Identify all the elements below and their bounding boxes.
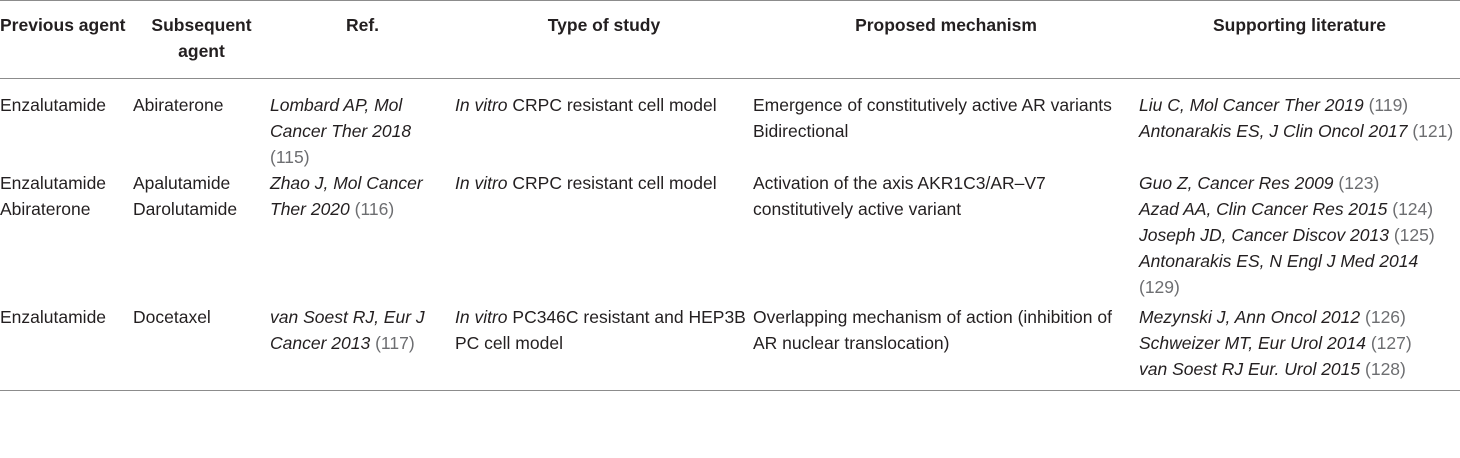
subsequent-agent-cell: Docetaxel (133, 300, 270, 391)
literature-item: Guo Z, Cancer Res 2009 (123) (1139, 173, 1380, 193)
literature-item: Schweizer MT, Eur Urol 2014 (127) (1139, 333, 1412, 353)
subsequent-agent-cell: Abiraterone (133, 79, 270, 171)
ref-citation: Lombard AP, Mol Cancer Ther 2018 (270, 95, 412, 141)
mechanism-text: Activation of the axis AKR1C3/AR–V7 cons… (753, 173, 1046, 219)
study-description: CRPC resistant cell model (507, 95, 717, 115)
ref-citation: van Soest RJ, Eur J Cancer 2013 (270, 307, 425, 353)
study-description: CRPC resistant cell model (507, 173, 717, 193)
header-previous-agent: Previous agent (0, 15, 126, 35)
header-supporting-literature: Supporting literature (1212, 15, 1387, 35)
literature-item: Liu C, Mol Cancer Ther 2019 (119) (1139, 95, 1409, 115)
data-table: Previous agent Subsequent agent Ref. Typ… (0, 0, 1460, 391)
ref-number: (116) (354, 199, 395, 219)
study-in-vitro: In vitro (455, 307, 508, 327)
subsequent-agent-cell: Apalutamide Darolutamide (133, 170, 270, 300)
literature-item: Antonarakis ES, N Engl J Med 2014 (129) (1139, 251, 1419, 297)
study-cell: In vitro PC346C resistant and HEP3B PC c… (455, 300, 753, 391)
literature-item: Azad AA, Clin Cancer Res 2015 (124) (1139, 199, 1434, 219)
previous-agent-cell: Enzalutamide Abiraterone (0, 170, 133, 300)
subsequent-agent: Apalutamide (133, 173, 231, 193)
subsequent-agent: Abiraterone (133, 95, 224, 115)
header-subsequent-agent: Subsequent agent (151, 15, 252, 61)
previous-agent: Abiraterone (0, 199, 91, 219)
literature-item: van Soest RJ Eur. Urol 2015 (128) (1139, 359, 1406, 379)
study-description: PC346C resistant and HEP3B PC cell model (455, 307, 746, 353)
study-in-vitro: In vitro (455, 173, 508, 193)
ref-number: (115) (270, 147, 310, 167)
mechanism-text: Overlapping mechanism of action (inhibit… (753, 307, 1112, 353)
ref-cell: Zhao J, Mol Cancer Ther 2020 (116) (270, 170, 455, 300)
literature-item: Antonarakis ES, J Clin Oncol 2017 (121) (1139, 121, 1454, 141)
header-proposed-mechanism: Proposed mechanism (855, 15, 1037, 35)
previous-agent-cell: Enzalutamide (0, 300, 133, 391)
study-in-vitro: In vitro (455, 95, 508, 115)
mechanism-cell: Emergence of constitutively active AR va… (753, 79, 1139, 171)
header-type-of-study: Type of study (547, 15, 661, 35)
ref-citation: Zhao J, Mol Cancer Ther 2020 (270, 173, 423, 219)
literature-item: Joseph JD, Cancer Discov 2013 (125) (1139, 225, 1435, 245)
literature-cell: Liu C, Mol Cancer Ther 2019 (119) Antona… (1139, 79, 1460, 171)
mechanism-text: Bidirectional (753, 121, 849, 141)
ref-cell: van Soest RJ, Eur J Cancer 2013 (117) (270, 300, 455, 391)
previous-agent: Enzalutamide (0, 307, 107, 327)
table-row: Enzalutamide Docetaxel van Soest RJ, Eur… (0, 300, 1460, 391)
mechanism-cell: Activation of the axis AKR1C3/AR–V7 cons… (753, 170, 1139, 300)
table-row: Enzalutamide Abiraterone Lombard AP, Mol… (0, 79, 1460, 171)
previous-agent: Enzalutamide (0, 95, 107, 115)
mechanism-text: Emergence of constitutively active AR va… (753, 95, 1112, 115)
header-ref: Ref. (345, 15, 380, 35)
study-cell: In vitro CRPC resistant cell model (455, 79, 753, 171)
literature-cell: Mezynski J, Ann Oncol 2012 (126) Schweiz… (1139, 300, 1460, 391)
previous-agent: Enzalutamide (0, 173, 107, 193)
previous-agent-cell: Enzalutamide (0, 79, 133, 171)
ref-cell: Lombard AP, Mol Cancer Ther 2018 (115) (270, 79, 455, 171)
header-row: Previous agent Subsequent agent Ref. Typ… (0, 0, 1460, 79)
literature-item: Mezynski J, Ann Oncol 2012 (126) (1139, 307, 1406, 327)
mechanism-cell: Overlapping mechanism of action (inhibit… (753, 300, 1139, 391)
ref-number: (117) (375, 333, 415, 353)
literature-cell: Guo Z, Cancer Res 2009 (123) Azad AA, Cl… (1139, 170, 1460, 300)
subsequent-agent: Darolutamide (133, 199, 238, 219)
subsequent-agent: Docetaxel (133, 307, 211, 327)
table-row: Enzalutamide Abiraterone Apalutamide Dar… (0, 170, 1460, 300)
study-cell: In vitro CRPC resistant cell model (455, 170, 753, 300)
